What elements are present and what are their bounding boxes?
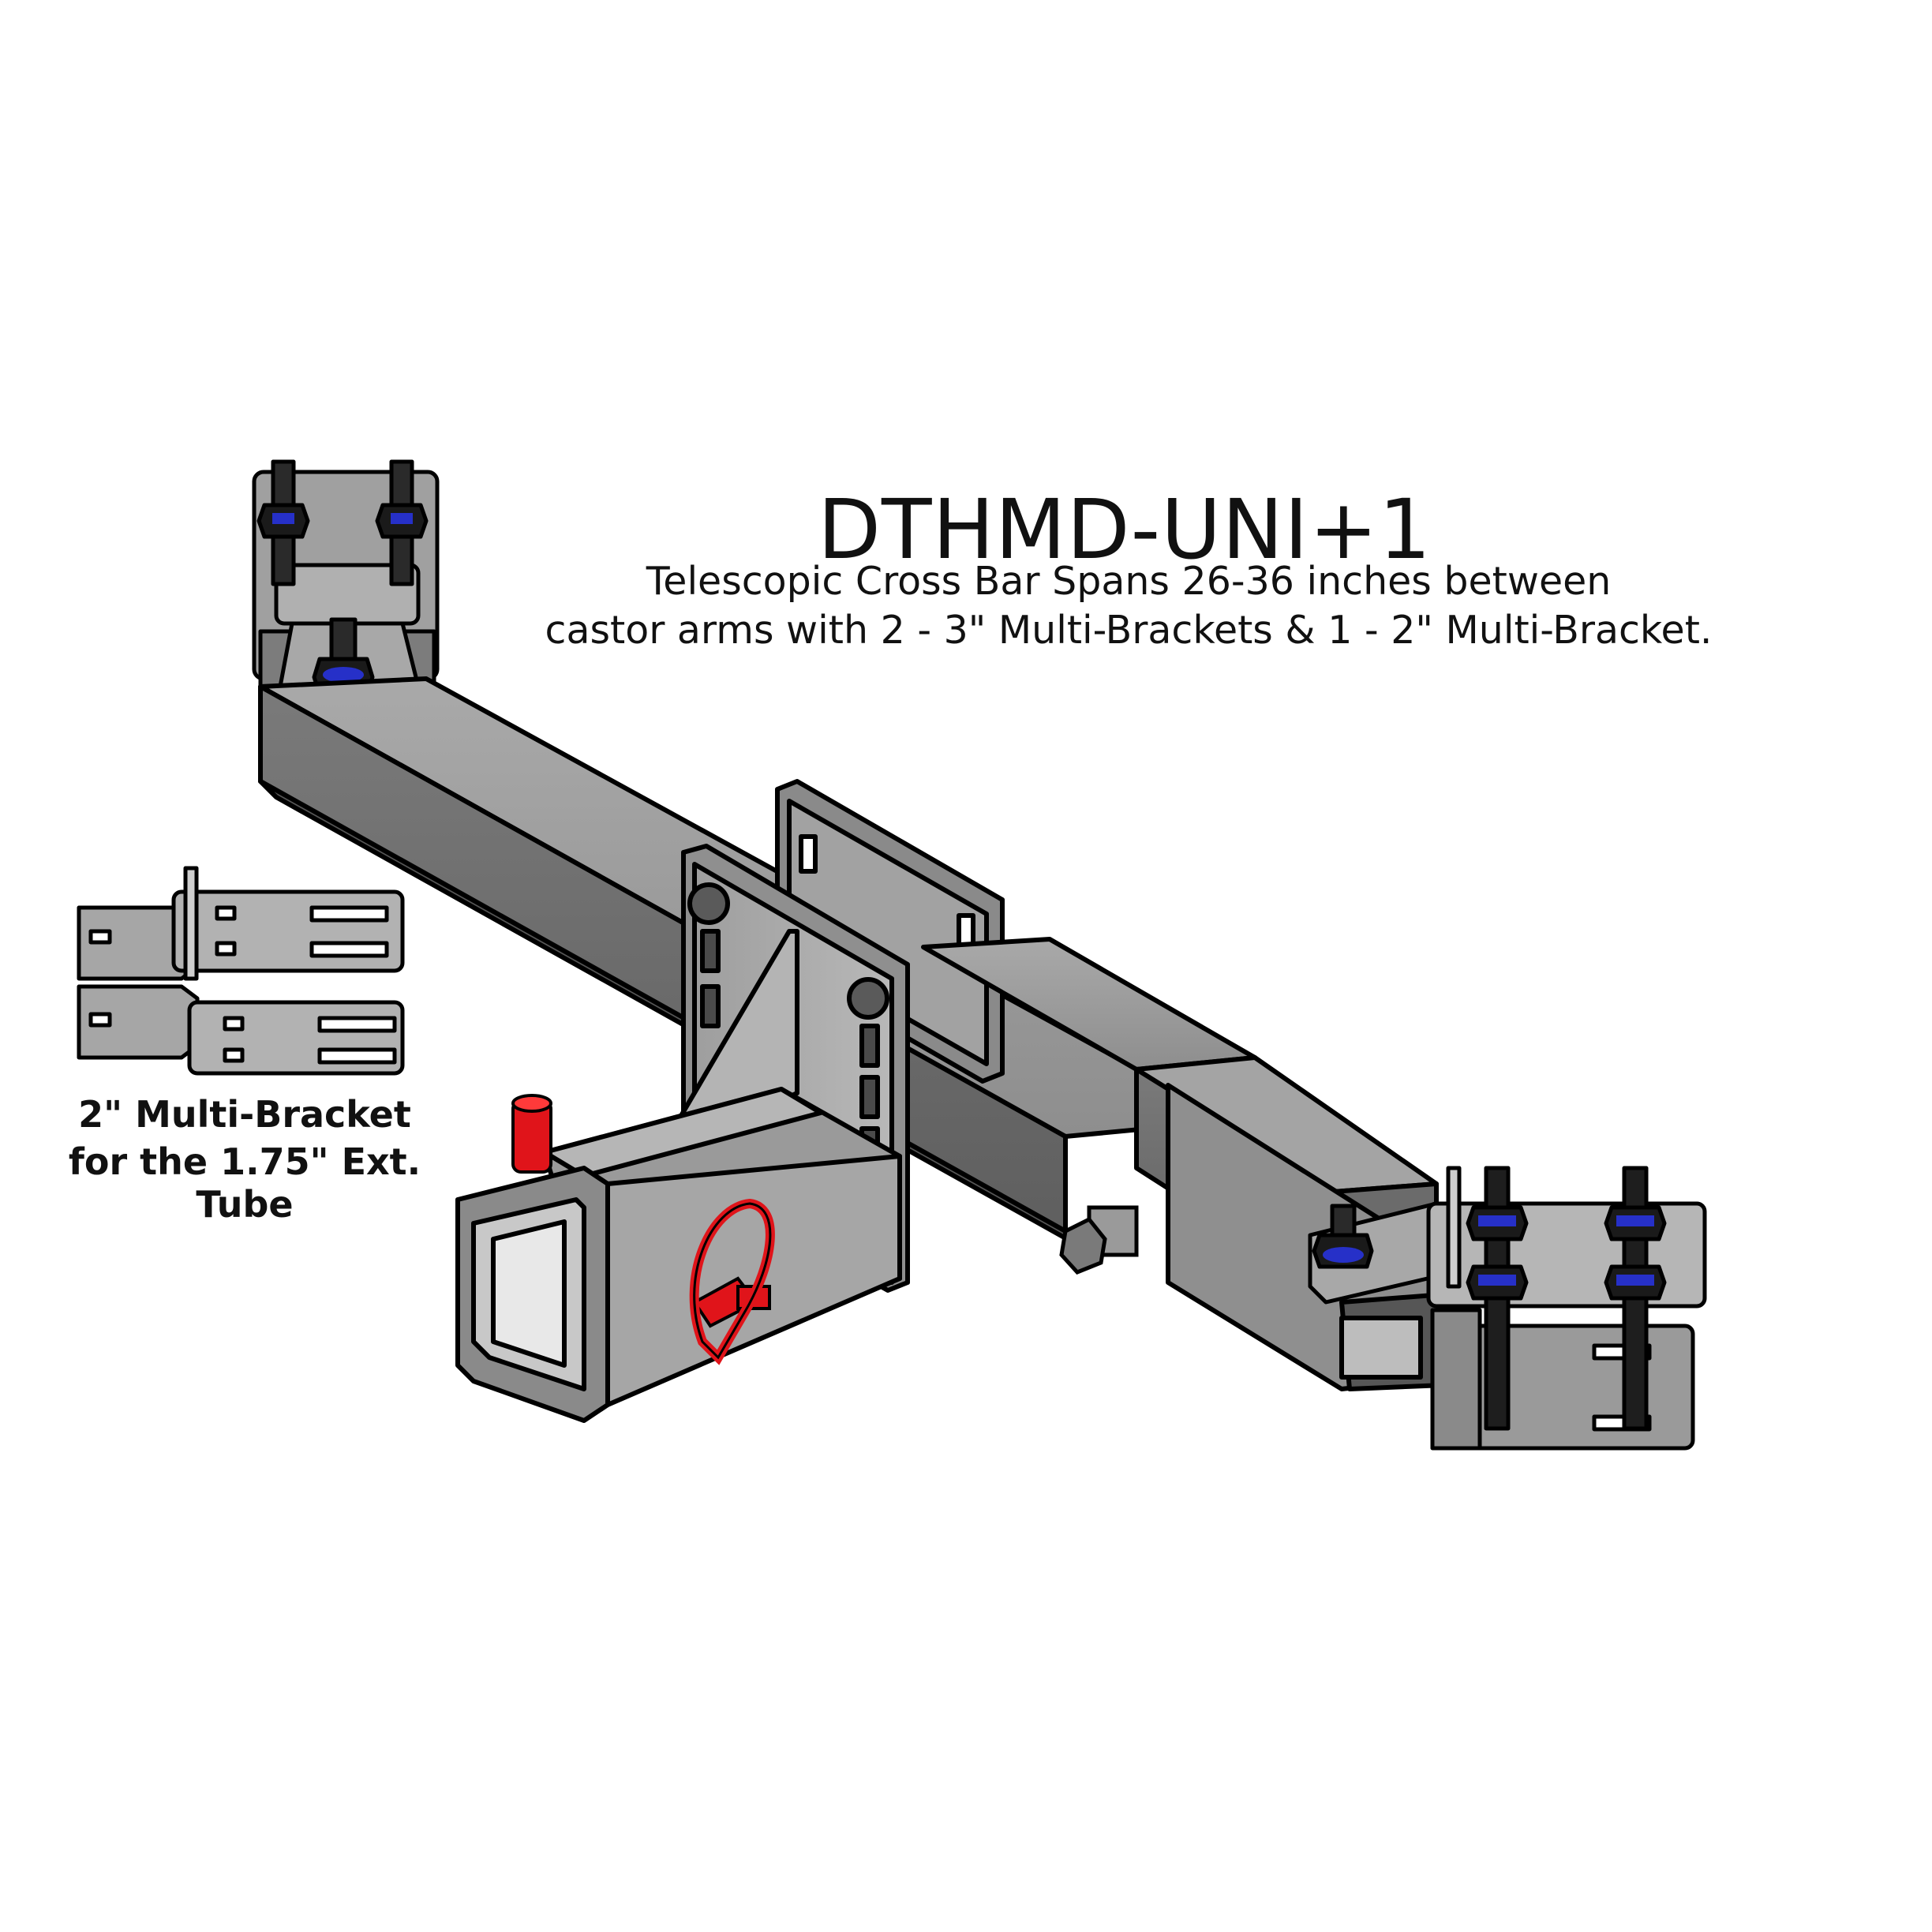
right-pivot-bolt (1312, 1204, 1374, 1269)
inset-caption-line-1: 2" Multi-Bracket (78, 1093, 411, 1136)
left-castor-bracket (252, 459, 440, 705)
right-castor-bracket (1308, 1166, 1707, 1451)
inset-caption-line-2: for the 1.75" Ext. Tube (68, 1140, 421, 1226)
description-line-1: Telescopic Cross Bar Spans 26-36 inches … (646, 559, 1612, 604)
inset-multi-bracket (77, 866, 405, 1076)
description-line-2: castor arms with 2 - 3" Multi-Brackets &… (545, 608, 1713, 653)
hitch-pin (511, 1094, 775, 1365)
model-number: DTHMD-UNI+1 (817, 481, 1432, 578)
rear-mount-plate (775, 779, 1005, 1084)
adjustment-knob (1059, 1205, 1139, 1275)
left-bracket-studs (256, 459, 429, 697)
hitch-receiver (455, 1087, 902, 1423)
right-bracket-studs (1466, 1166, 1667, 1431)
